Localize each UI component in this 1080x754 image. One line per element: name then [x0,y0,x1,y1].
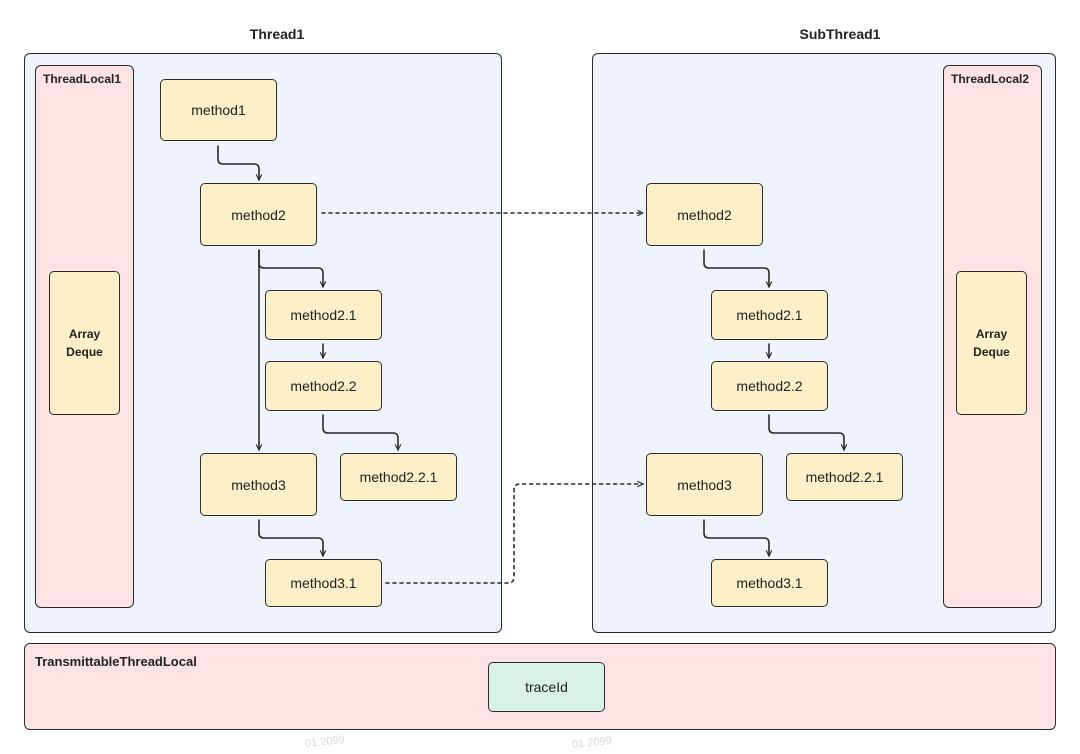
arrow-method2-2-to-method2-2-1 [322,414,398,451]
arrow-method1-to-method2 [217,145,259,181]
thread1-method2: method2 [200,183,317,246]
thread1-title: Thread1 [249,26,305,42]
thread1-method1: method1 [160,79,277,141]
subthread1-method3: method3 [646,453,763,516]
subthread1-method2-2: method2.2 [711,361,828,411]
subthread1-method2-2-1: method2.2.1 [786,453,903,501]
arrow-sub-method3-to-method3-1 [703,519,769,557]
array-deque-left: Array Deque [49,271,120,415]
threadlocal2-label: ThreadLocal2 [951,72,1030,86]
thread1-method3-1: method3.1 [265,559,382,607]
arrow-method2-to-method2-1 [258,249,323,288]
array-deque-right-line2: Deque [973,345,1010,359]
arrow-sub-method2-to-method2-1 [703,249,769,288]
subthread1-method2: method2 [646,183,763,246]
dotted-arrow-method3-1-to-sub-method3 [385,484,644,584]
subthread1-method3-1: method3.1 [711,559,828,607]
subthread1-title: SubThread1 [799,26,881,42]
array-deque-left-line1: Array [68,327,101,341]
thread1-method2-2-1: method2.2.1 [340,453,457,501]
thread1-method2-1: method2.1 [265,290,382,340]
threadlocal1-label: ThreadLocal1 [43,72,122,86]
trace-id-box: traceId [488,662,605,712]
array-deque-right: Array Deque [956,271,1027,415]
subthread1-method2-1: method2.1 [711,290,828,340]
arrow-method3-to-method3-1 [258,519,323,557]
array-deque-left-line2: Deque [66,345,103,359]
transmittable-threadlocal-label: TransmittableThreadLocal [35,654,197,669]
thread1-method2-2: method2.2 [265,361,382,411]
array-deque-right-line1: Array [975,327,1008,341]
arrow-sub-method2-2-to-method2-2-1 [768,414,844,451]
thread1-method3: method3 [200,453,317,516]
